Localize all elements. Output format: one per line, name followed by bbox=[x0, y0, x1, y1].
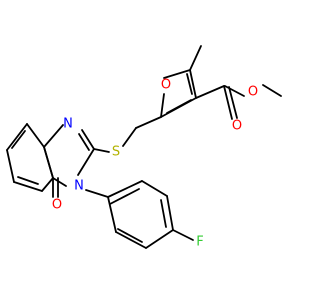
bond bbox=[81, 129, 95, 150]
bond bbox=[172, 229, 194, 241]
bond bbox=[78, 133, 90, 151]
atom-o-quinazolinone: O bbox=[52, 198, 62, 213]
bond bbox=[17, 176, 39, 185]
bond bbox=[163, 69, 191, 79]
bond bbox=[122, 127, 137, 147]
bond bbox=[6, 149, 15, 183]
bond bbox=[13, 181, 43, 192]
bond bbox=[11, 130, 26, 149]
bond bbox=[93, 148, 110, 153]
atom-n1: N bbox=[63, 117, 73, 132]
atoms: O O O O N N S F bbox=[52, 78, 258, 250]
bond bbox=[189, 69, 197, 99]
molecule-structure: O O O O N N S F bbox=[6, 45, 282, 250]
bond bbox=[141, 180, 168, 197]
atom-o-furan: O bbox=[161, 78, 171, 93]
bond bbox=[160, 93, 165, 118]
atom-s: S bbox=[112, 145, 120, 160]
bond bbox=[43, 146, 54, 179]
atom-o-carbonyl: O bbox=[232, 119, 242, 134]
bond bbox=[43, 124, 64, 148]
atom-f: F bbox=[196, 235, 203, 250]
bond bbox=[166, 195, 174, 231]
bond bbox=[26, 123, 45, 148]
bond bbox=[228, 86, 238, 119]
bond bbox=[85, 189, 109, 198]
bond bbox=[52, 177, 67, 187]
atom-n3: N bbox=[74, 179, 84, 194]
bond bbox=[115, 231, 147, 249]
bond bbox=[109, 188, 140, 205]
bond bbox=[262, 84, 282, 97]
bond bbox=[223, 85, 233, 120]
bonds bbox=[6, 45, 282, 249]
atom-o-ester: O bbox=[248, 85, 258, 100]
bond bbox=[186, 73, 193, 95]
bond bbox=[77, 148, 95, 176]
bond bbox=[107, 180, 143, 198]
bond bbox=[224, 85, 245, 97]
bond bbox=[135, 116, 162, 129]
bond bbox=[107, 196, 117, 233]
bond bbox=[6, 123, 28, 151]
bond bbox=[117, 228, 143, 243]
bond bbox=[145, 229, 174, 249]
bond bbox=[189, 45, 202, 71]
bond bbox=[195, 85, 225, 99]
bond bbox=[166, 99, 192, 114]
bond bbox=[160, 199, 167, 228]
bond bbox=[41, 177, 54, 192]
